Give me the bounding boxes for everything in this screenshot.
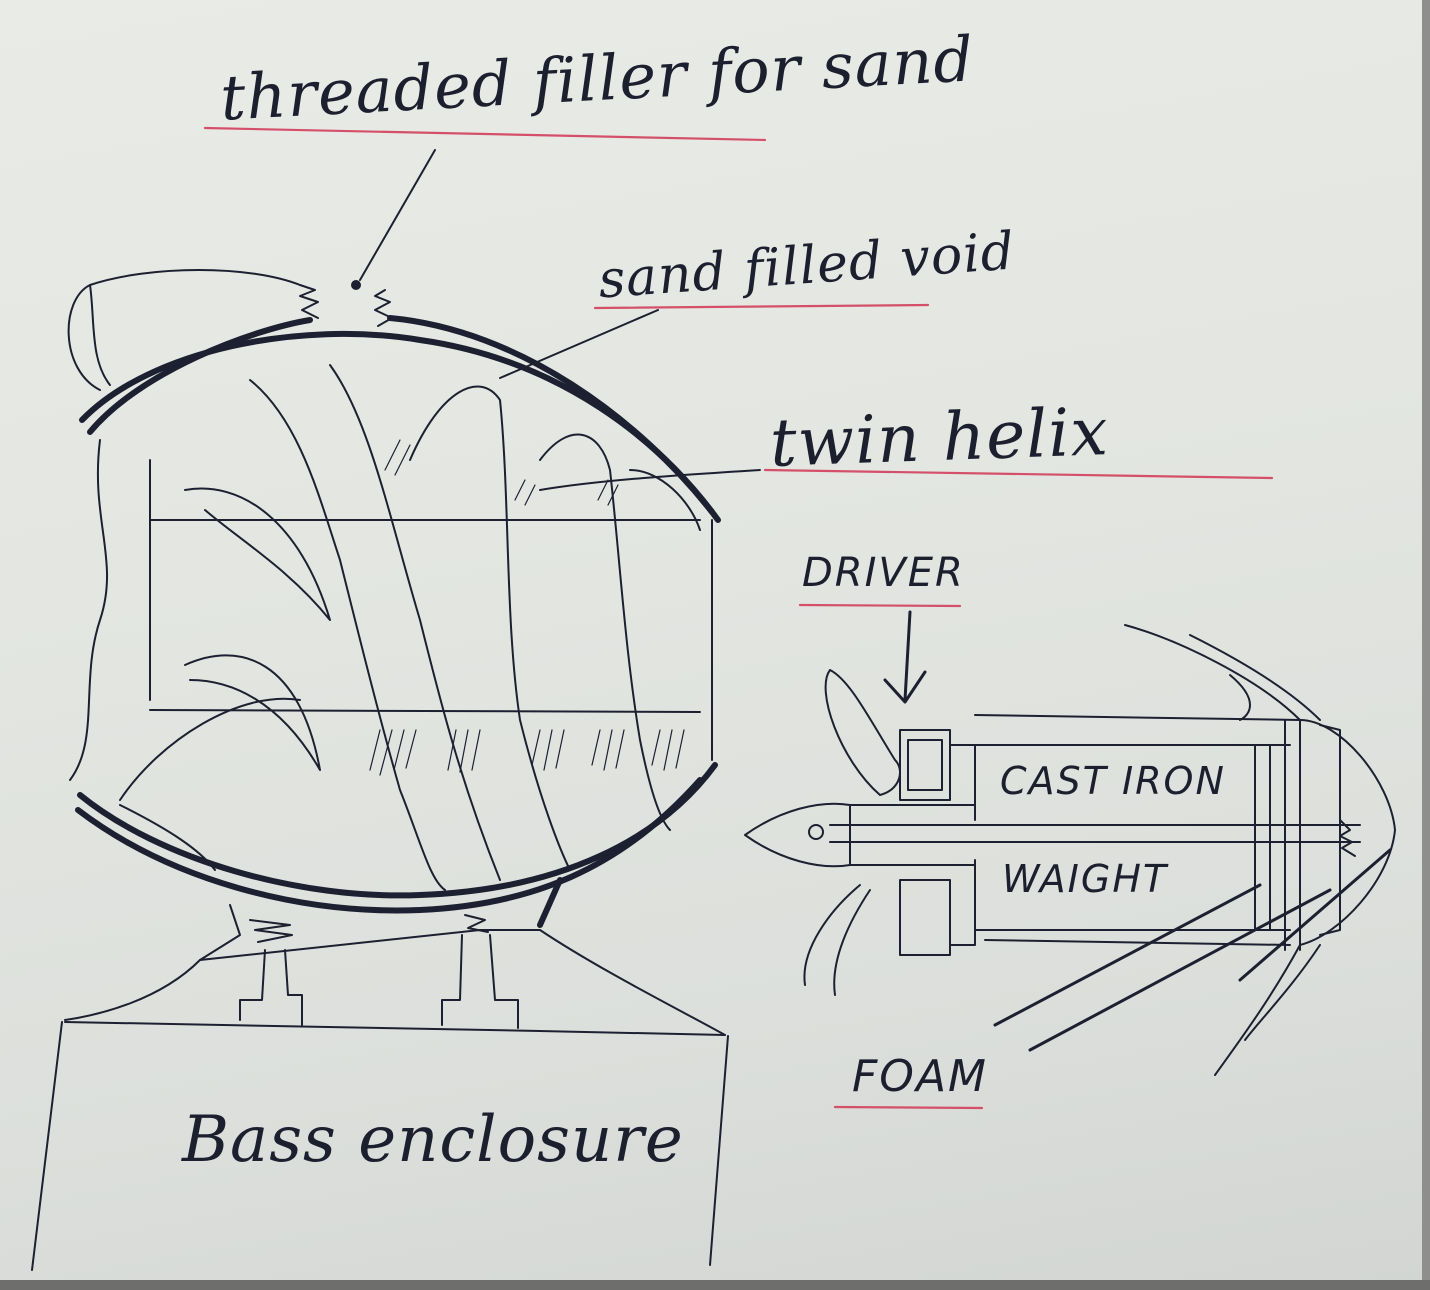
driver-lower-flap [803,884,861,986]
label-cast-iron: CAST IRON [1000,759,1226,803]
helix-blade-3 [409,385,571,871]
shell-bottom-outer [75,777,703,914]
enclosure-right-side [709,1035,729,1266]
foam-leader-3 [1238,848,1392,982]
helix-blade-4 [539,433,671,831]
shell-top-outer [87,315,715,515]
filler-thread-left [299,284,319,319]
housing-top [974,714,1301,721]
driver-arrow-head [883,670,927,704]
rear-lobe-edge [89,284,111,386]
rear-cap-inner [1319,724,1341,936]
label-bass-enclosure: Bass enclosure [182,1103,684,1177]
phase-plug [744,802,851,868]
housing-flare-bottom-1 [1214,944,1301,1076]
base-rim [199,929,541,961]
shell-top-inner [79,330,721,523]
chamber-bottom [849,864,1291,931]
shell-bottom-tail [537,877,563,928]
core-hatching [369,439,685,776]
helix-fin-upper [184,487,331,621]
rear-plate [1284,719,1301,951]
driver-lower-flap-2 [833,889,871,996]
filler-leader-dot [351,280,361,290]
mount-neck-left [199,904,241,961]
rear-bulkhead [1254,744,1271,931]
foam-leader-1 [993,883,1262,1027]
foot-left-a [239,949,266,1021]
foot-left-b [284,949,303,1026]
mount-zigzag-1 [249,919,293,943]
housing-flare-top-2 [1189,634,1321,721]
helix-blade-1 [249,379,446,891]
rear-cap [1299,719,1396,946]
magnet-plates [949,744,976,946]
helix-speaker-drawing [31,149,761,1271]
magnet-top-inner [907,739,943,791]
enclosure-left-side [31,1021,63,1271]
underline-driver [798,603,962,608]
label-driver: DRIVER [802,550,965,596]
housing-flare-top-1 [1124,624,1301,721]
housing-flare-bottom-2 [1244,944,1321,1041]
underline-twin-helix [763,468,1274,480]
housing-flare-hook [1229,674,1251,721]
helix-fin-base [119,804,216,871]
underline-threaded-filler [203,126,767,142]
magnet-top-outer [899,729,951,801]
filler-leader [359,149,436,281]
label-weight: WAIGHT [1002,857,1169,901]
label-foam: FOAM [852,1051,989,1102]
magnet-bottom-outer [899,879,951,956]
helix-leader [539,469,761,491]
helix-fin-lower [184,654,321,771]
helix-blade-2 [329,364,501,881]
body-left-edge [69,439,108,781]
enclosure-top [64,1021,726,1036]
underline-sand-void [593,303,930,310]
label-twin-helix: twin helix [768,393,1110,482]
void-leader [499,309,659,379]
housing-bottom [984,939,1291,946]
label-underlines [203,126,1274,1110]
enclosure-slope-right [539,929,726,1036]
paper-bottom-edge [0,1280,1430,1290]
helix-fin-front [119,697,301,801]
foot-right-a [441,934,463,1026]
underline-foam [833,1105,984,1110]
paper-right-edge [1422,0,1430,1290]
rod-thread [1339,819,1356,857]
driver-upper-flap [824,669,901,796]
enclosure-slope-left [64,959,201,1021]
driver-arrow-shaft [903,610,912,702]
core-line-bottom [149,709,701,713]
bolt-head [808,824,824,840]
foot-right-b [489,934,519,1029]
chamber-top [849,744,1291,806]
foam-leader-2 [1028,888,1332,1052]
driver-section-drawing [744,610,1396,1076]
